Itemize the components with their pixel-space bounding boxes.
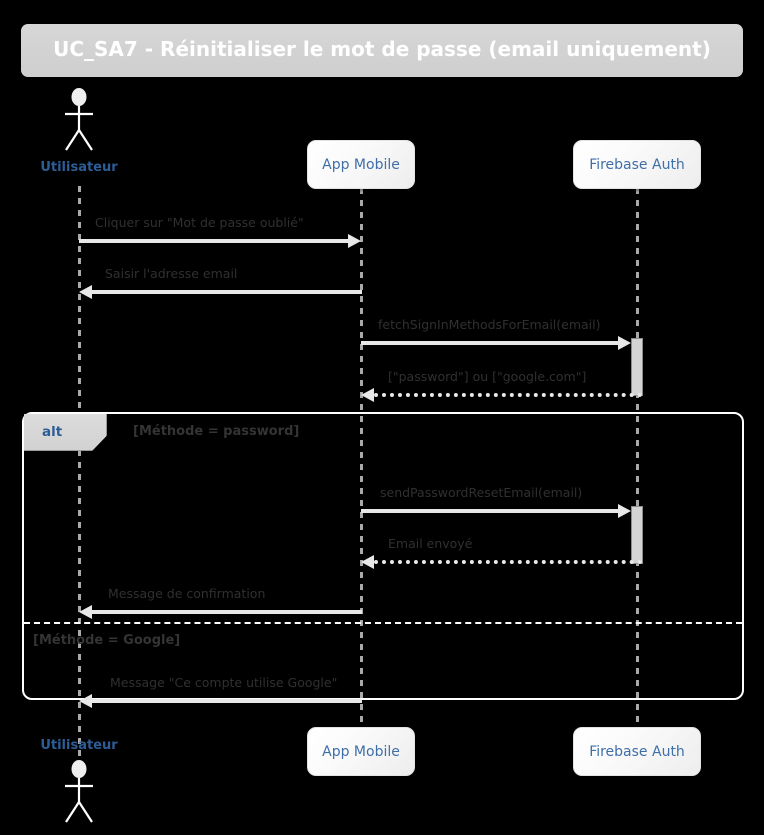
message-arrowhead-6	[361, 555, 374, 569]
message-line-4	[374, 393, 642, 397]
participant-firebase-auth-top[interactable]: Firebase Auth	[573, 140, 701, 189]
lifeline-utilisateur	[78, 186, 81, 768]
participant-label-app-mobile-bottom: App Mobile	[322, 743, 400, 760]
message-label-6: Email envoyé	[388, 536, 473, 551]
message-label-8: Message "Ce compte utilise Google"	[110, 675, 338, 690]
activation-bar-firebase-fetch	[631, 338, 643, 396]
message-line-3	[361, 341, 619, 345]
actor-figure-icon	[65, 760, 93, 823]
alt-fragment-tag: alt	[24, 414, 107, 451]
diagram-title-bar: UC_SA7 - Réinitialiser le mot de passe (…	[21, 24, 743, 77]
message-line-7	[92, 610, 362, 614]
alt-guard-1: [Méthode = password]	[133, 424, 300, 439]
actor-figure-icon	[65, 88, 93, 151]
message-arrowhead-4	[361, 388, 374, 402]
actor-utilisateur-top	[56, 88, 102, 152]
message-label-2: Saisir l'adresse email	[105, 266, 238, 281]
alt-guard-2: [Méthode = Google]	[33, 633, 181, 648]
message-arrowhead-8	[79, 694, 92, 708]
participant-label-firebase-auth-top: Firebase Auth	[589, 156, 685, 173]
message-line-5	[361, 509, 619, 513]
message-line-1	[79, 239, 349, 243]
diagram-title: UC_SA7 - Réinitialiser le mot de passe (…	[53, 37, 711, 61]
message-line-2	[92, 290, 362, 294]
participant-firebase-auth-bottom[interactable]: Firebase Auth	[573, 727, 701, 776]
alt-fragment-operator-label: alt	[42, 424, 63, 440]
participant-app-mobile-top[interactable]: App Mobile	[307, 140, 415, 189]
actor-label-utilisateur-bottom: Utilisateur	[40, 738, 118, 753]
message-label-3: fetchSignInMethodsForEmail(email)	[378, 317, 601, 332]
participant-label-firebase-auth-bottom: Firebase Auth	[589, 743, 685, 760]
message-arrowhead-5	[618, 504, 631, 518]
message-label-1: Cliquer sur "Mot de passe oublié"	[95, 215, 304, 230]
message-label-7: Message de confirmation	[108, 586, 266, 601]
message-line-6	[374, 560, 642, 564]
message-arrowhead-3	[618, 336, 631, 350]
message-arrowhead-1	[348, 234, 361, 248]
message-line-8	[92, 699, 362, 703]
message-arrowhead-7	[79, 605, 92, 619]
actor-label-utilisateur-top: Utilisateur	[40, 160, 118, 175]
lifeline-firebase-auth	[636, 188, 639, 728]
actor-utilisateur-bottom	[56, 760, 102, 824]
lifeline-app-mobile	[360, 188, 363, 728]
participant-app-mobile-bottom[interactable]: App Mobile	[307, 727, 415, 776]
message-arrowhead-2	[79, 285, 92, 299]
participant-label-app-mobile-top: App Mobile	[322, 156, 400, 173]
message-label-4: ["password"] ou ["google.com"]	[388, 369, 587, 384]
message-label-5: sendPasswordResetEmail(email)	[380, 485, 583, 500]
alt-fragment-frame	[22, 412, 744, 700]
alt-fragment-divider	[24, 622, 742, 624]
